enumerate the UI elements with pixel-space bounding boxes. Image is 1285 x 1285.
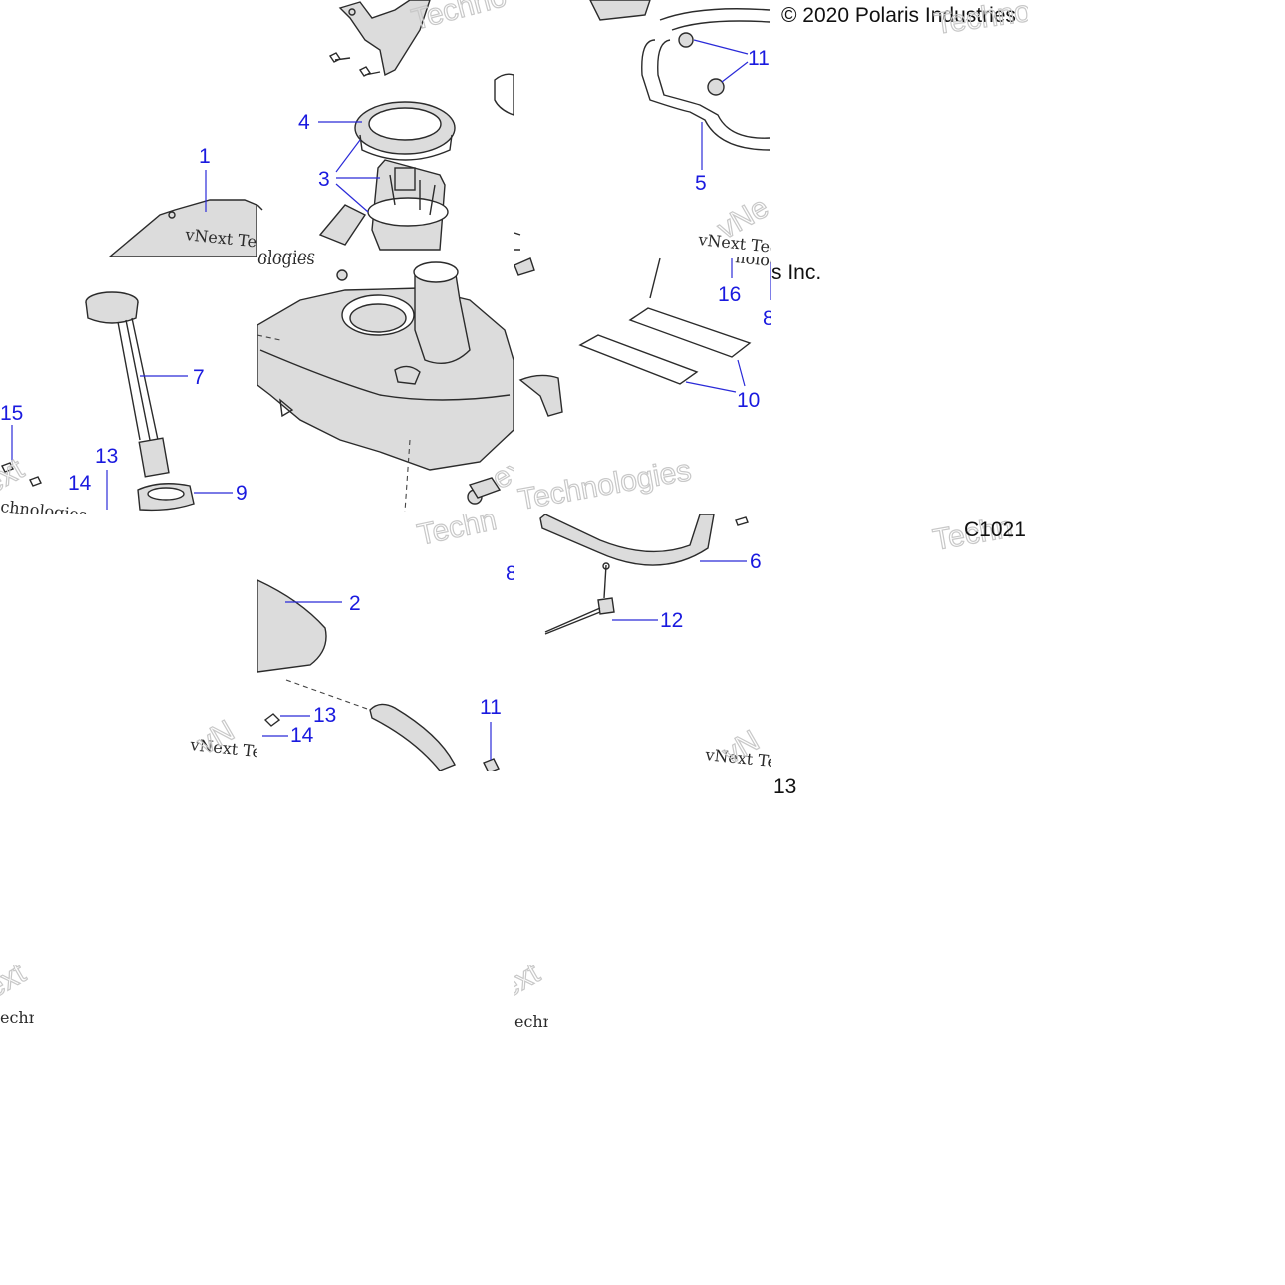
diagram-tile-top-right: 11 5 vNext Technologies vNe <box>514 0 771 257</box>
diagram-code: C1021 <box>964 518 1026 541</box>
svg-text:ologies: ologies <box>258 247 315 257</box>
svg-text:s Inc.: s Inc. <box>771 261 821 284</box>
watermark-fragment-right: ext echno <box>514 965 548 1030</box>
callout-5: 5 <box>695 172 707 195</box>
callout-4: 4 <box>298 111 310 134</box>
svg-text:8: 8 <box>506 562 514 585</box>
svg-text:nologies: nologies <box>735 257 771 273</box>
callout-2: 2 <box>349 592 361 615</box>
diagram-tile-lower-left: vNext Te vN <box>190 715 257 785</box>
svg-text:ext: ext <box>514 965 546 1005</box>
diagram-code-strip: Techn C1021 <box>930 510 1028 556</box>
diagram-tile-top-left: 4 3 Techno ologies <box>257 0 514 257</box>
copyright-strip: © 2020 Polaris Industries Techno <box>771 0 1028 40</box>
svg-text:ologies: ologies <box>257 257 314 268</box>
diagram-tile-mid-right: 16 10 8 nologies Technologies <box>514 257 771 514</box>
callout-6: 6 <box>750 550 762 573</box>
svg-text:echno: echno <box>0 1008 34 1027</box>
svg-text:echno: echno <box>514 1012 548 1030</box>
svg-text:chnologies: chnologies <box>0 497 88 514</box>
callout-9: 9 <box>236 482 248 505</box>
callout-14b: 14 <box>290 724 314 747</box>
callout-1: 1 <box>199 145 211 168</box>
svg-text:Technologies: Technologies <box>515 454 693 514</box>
diagram-tile-center: ologies ext <box>257 257 514 514</box>
svg-text:Techno: Techno <box>408 0 510 37</box>
copyright-text: © 2020 Polaris Industries <box>781 4 1016 27</box>
callout-14: 14 <box>68 472 92 495</box>
svg-text:ext: ext <box>0 965 32 1005</box>
svg-text:Techno: Techno <box>932 0 1028 40</box>
diagram-tile-lower-right: 6 12 vNext Te vN <box>514 514 771 771</box>
diagram-tile-mid-left: 7 9 13 14 15 ext chnologies <box>0 257 257 514</box>
callout-13b: 13 <box>313 704 336 727</box>
callout-fragment: 13 <box>771 771 811 801</box>
callout-11b: 11 <box>480 696 502 719</box>
callout-13: 13 <box>95 445 118 468</box>
callout-7: 7 <box>193 366 205 389</box>
diagram-tile-left-upper: 1 vNext Tec <box>85 140 257 257</box>
callout-8: 8 <box>763 307 771 330</box>
copyright-tail: s Inc. <box>771 257 831 287</box>
svg-text:Techn: Techn <box>415 514 500 552</box>
callout-15: 15 <box>0 402 23 425</box>
svg-text:13: 13 <box>773 775 796 798</box>
callout-16: 16 <box>718 283 741 306</box>
callout-12: 12 <box>660 609 683 632</box>
callout-3: 3 <box>318 168 330 191</box>
diagram-tile-lower-center: 2 13 14 11 Techn 8 <box>257 514 514 771</box>
callout-10: 10 <box>737 389 760 412</box>
watermark-fragment-left: ext echno <box>0 965 34 1030</box>
callout-11: 11 <box>748 47 770 70</box>
svg-text:ext: ext <box>0 452 30 501</box>
